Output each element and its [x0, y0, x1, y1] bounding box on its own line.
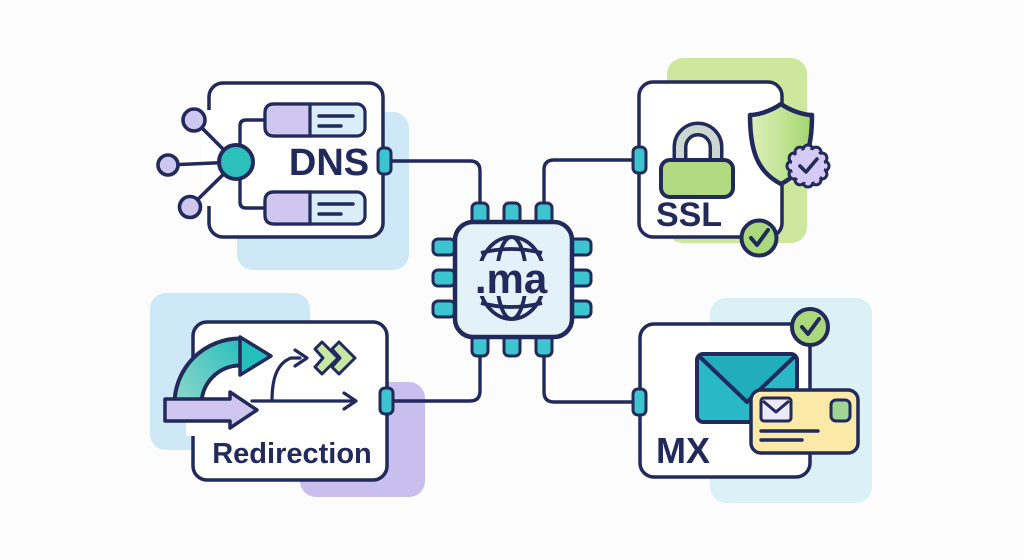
- mx-label: MX: [656, 430, 710, 471]
- branch-arrow-icon: [270, 348, 309, 403]
- curved-arrow-icon: [172, 335, 273, 405]
- mx-node: MX: [638, 307, 860, 479]
- redirection-label: Redirection: [212, 438, 372, 470]
- contact-card-icon: [749, 388, 860, 455]
- padlock-icon: [659, 121, 735, 199]
- dns-port: [376, 146, 393, 176]
- dns-label: DNS: [289, 142, 369, 184]
- connector-lines: [389, 158, 638, 404]
- chip-label-band: [472, 261, 551, 296]
- long-arrow-icon: [250, 391, 358, 411]
- connection-ports: [376, 145, 648, 417]
- connector-dns-chip: [389, 159, 482, 207]
- dns-record-icon: [263, 102, 367, 138]
- chip-label: .ma: [475, 255, 548, 302]
- connector-ssl-chip: [542, 158, 637, 207]
- forward-arrow-icon: [163, 390, 259, 430]
- dns-record-icon: [263, 190, 367, 226]
- network-hub-icon: [156, 107, 265, 220]
- hub-center: [217, 143, 255, 181]
- ssl-node: SSL: [637, 80, 831, 258]
- verified-badge-icon: [785, 143, 831, 189]
- center-chip: .ma: [431, 201, 593, 358]
- redirection-port: [378, 386, 395, 416]
- double-chevron-icon: [313, 340, 357, 376]
- dns-border-gap: [202, 110, 215, 206]
- redirection-node: Redirection: [163, 320, 389, 482]
- connector-redirection-chip: [389, 352, 482, 403]
- check-circle-icon: [790, 307, 830, 347]
- ssl-label: SSL: [656, 196, 722, 234]
- check-circle-icon: [739, 218, 779, 258]
- ssl-port: [631, 145, 648, 175]
- connector-mx-chip: [542, 352, 638, 404]
- chip-pins: [431, 201, 593, 358]
- mx-port: [631, 387, 648, 417]
